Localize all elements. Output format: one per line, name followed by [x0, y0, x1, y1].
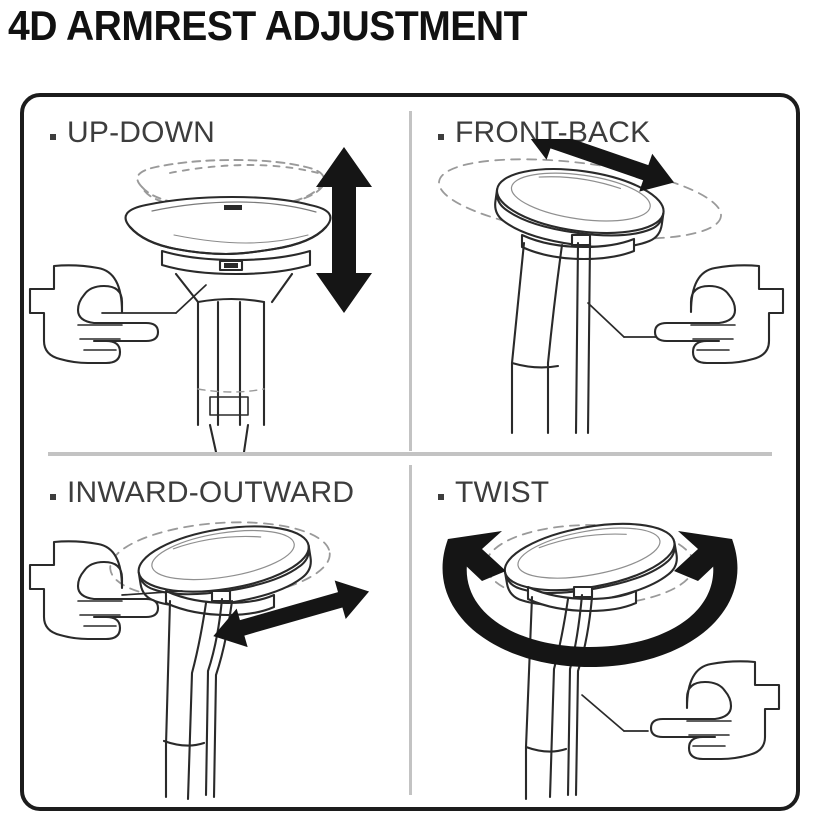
pointing-hand-right-icon: [28, 540, 160, 641]
vertical-divider-bottom: [409, 465, 412, 795]
armrest-post: [510, 241, 592, 435]
armrest-post: [196, 297, 266, 452]
armrest-post: [162, 597, 234, 801]
quadrant-twist: TWIST: [412, 457, 797, 812]
quadrant-label-text: UP-DOWN: [67, 116, 216, 149]
quadrant-label-text: TWIST: [455, 476, 550, 509]
page-title: 4D ARMREST ADJUSTMENT: [8, 2, 528, 49]
illustration-inward-outward: [28, 521, 370, 801]
label-twist: TWIST: [438, 476, 549, 510]
diagonal-double-arrow-icon: [524, 139, 675, 192]
vertical-double-arrow-icon: [316, 147, 372, 313]
square-bullet-icon: [50, 494, 56, 500]
quadrant-inward-outward: INWARD-OUTWARD: [24, 457, 409, 812]
quadrant-label-text: INWARD-OUTWARD: [67, 476, 355, 509]
curved-double-arrow-icon: [442, 531, 738, 667]
label-up-down: UP-DOWN: [50, 116, 215, 150]
instruction-panel: UP-DOWN: [20, 93, 800, 811]
illustration-twist: [442, 522, 781, 801]
pointing-hand-left-icon: [649, 660, 781, 761]
armrest-pad: [494, 168, 665, 249]
armrest-bracket: [164, 589, 276, 617]
ghost-swing-ellipse: [109, 521, 331, 601]
quadrant-front-back: FRONT-BACK: [412, 97, 797, 452]
leader-line: [121, 590, 183, 596]
armrest-pad: [503, 522, 678, 606]
label-inward-outward: INWARD-OUTWARD: [50, 476, 354, 510]
pointing-hand-left-icon: [653, 264, 785, 365]
pointing-hand-right-icon: [28, 264, 160, 365]
leader-line: [175, 284, 207, 314]
leader-line: [587, 302, 625, 338]
armrest-pad: [124, 195, 332, 256]
armrest-post: [524, 593, 594, 801]
quadrant-up-down: UP-DOWN: [24, 97, 409, 452]
vertical-divider-top: [409, 111, 412, 451]
leader-line: [581, 694, 625, 732]
armrest-pad: [137, 525, 312, 608]
square-bullet-icon: [438, 134, 444, 140]
diagonal-double-arrow-icon: [213, 580, 370, 648]
square-bullet-icon: [50, 134, 56, 140]
horizontal-divider: [48, 452, 772, 456]
quadrant-grid: UP-DOWN: [24, 97, 796, 807]
illustration-up-down: [28, 147, 372, 452]
square-bullet-icon: [438, 494, 444, 500]
armrest-bracket: [160, 249, 312, 304]
illustration-front-back: [438, 139, 785, 435]
